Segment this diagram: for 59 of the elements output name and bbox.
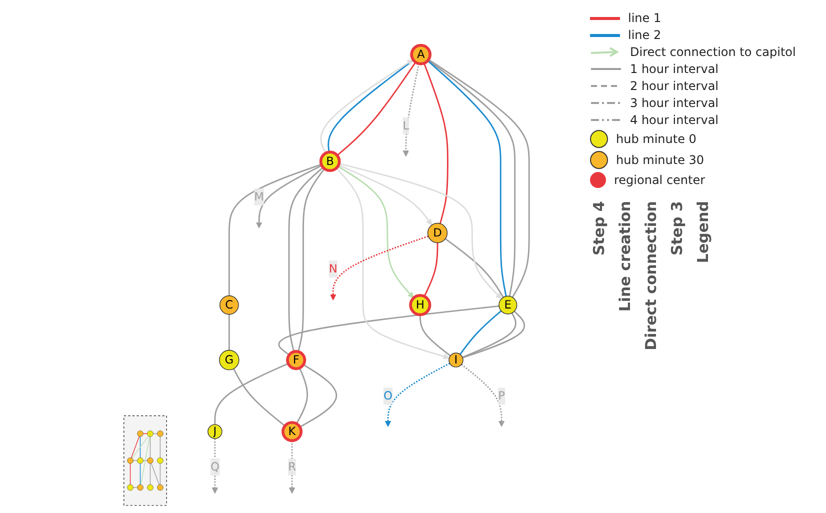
legend-label: 3 hour interval xyxy=(630,96,718,110)
legend-label: Direct connection to capitol xyxy=(630,45,796,59)
connector xyxy=(444,238,504,298)
connector xyxy=(300,364,338,428)
legend-label: 1 hour interval xyxy=(630,62,718,76)
node-circle: F xyxy=(286,350,306,370)
connector xyxy=(460,310,502,355)
edge-label: N xyxy=(328,262,338,276)
arrow xyxy=(212,438,218,494)
arrow xyxy=(330,236,429,300)
arrow xyxy=(338,164,432,226)
arrow xyxy=(338,162,502,299)
connector xyxy=(296,368,308,424)
connector xyxy=(462,310,526,358)
legend-label: line 2 xyxy=(628,28,662,42)
node-circle: G xyxy=(219,350,240,370)
node-picture xyxy=(124,415,167,506)
connector xyxy=(214,362,288,425)
edge-label: Q xyxy=(210,460,220,474)
connector xyxy=(228,164,322,296)
connector xyxy=(278,305,500,356)
edge-label: O xyxy=(384,389,392,403)
legend-label: 2 hour interval xyxy=(630,79,718,93)
connector xyxy=(298,168,326,352)
arrow xyxy=(256,164,322,228)
arrow xyxy=(288,440,296,494)
section-label: Legend xyxy=(694,201,712,264)
arrow xyxy=(461,364,505,427)
node-circle: A xyxy=(410,44,432,66)
connector xyxy=(462,312,516,358)
arrow xyxy=(384,362,450,427)
node-circle: C xyxy=(220,295,239,315)
connector xyxy=(336,62,416,156)
node-circle: H xyxy=(409,294,432,316)
node-circle: B xyxy=(319,150,341,172)
legend-label: line 1 xyxy=(628,11,662,25)
connector xyxy=(233,368,286,426)
connector xyxy=(228,314,230,350)
edge-label: L xyxy=(402,118,410,132)
arrow xyxy=(338,166,414,298)
connector xyxy=(423,62,448,224)
edge-label: P xyxy=(498,389,505,403)
edge-label: M xyxy=(254,190,264,204)
node-circle: E xyxy=(498,296,518,314)
legend-label: 4 hour interval xyxy=(630,113,718,127)
section-label: Step 4 xyxy=(590,201,608,256)
edge-label: R xyxy=(288,460,296,474)
section-label: Direct connection xyxy=(642,201,660,350)
node-circle: I xyxy=(448,352,464,368)
connector xyxy=(288,166,324,352)
legend-label: hub minute 0 xyxy=(616,132,696,146)
connector xyxy=(424,242,438,297)
connector xyxy=(419,314,451,356)
legend-label: regional center xyxy=(614,173,706,187)
section-label: Line creation xyxy=(616,201,634,312)
section-label: Step 3 xyxy=(668,201,686,256)
legend-label: hub minute 30 xyxy=(616,153,704,167)
node-circle: K xyxy=(282,421,303,442)
node-circle: D xyxy=(427,222,448,244)
